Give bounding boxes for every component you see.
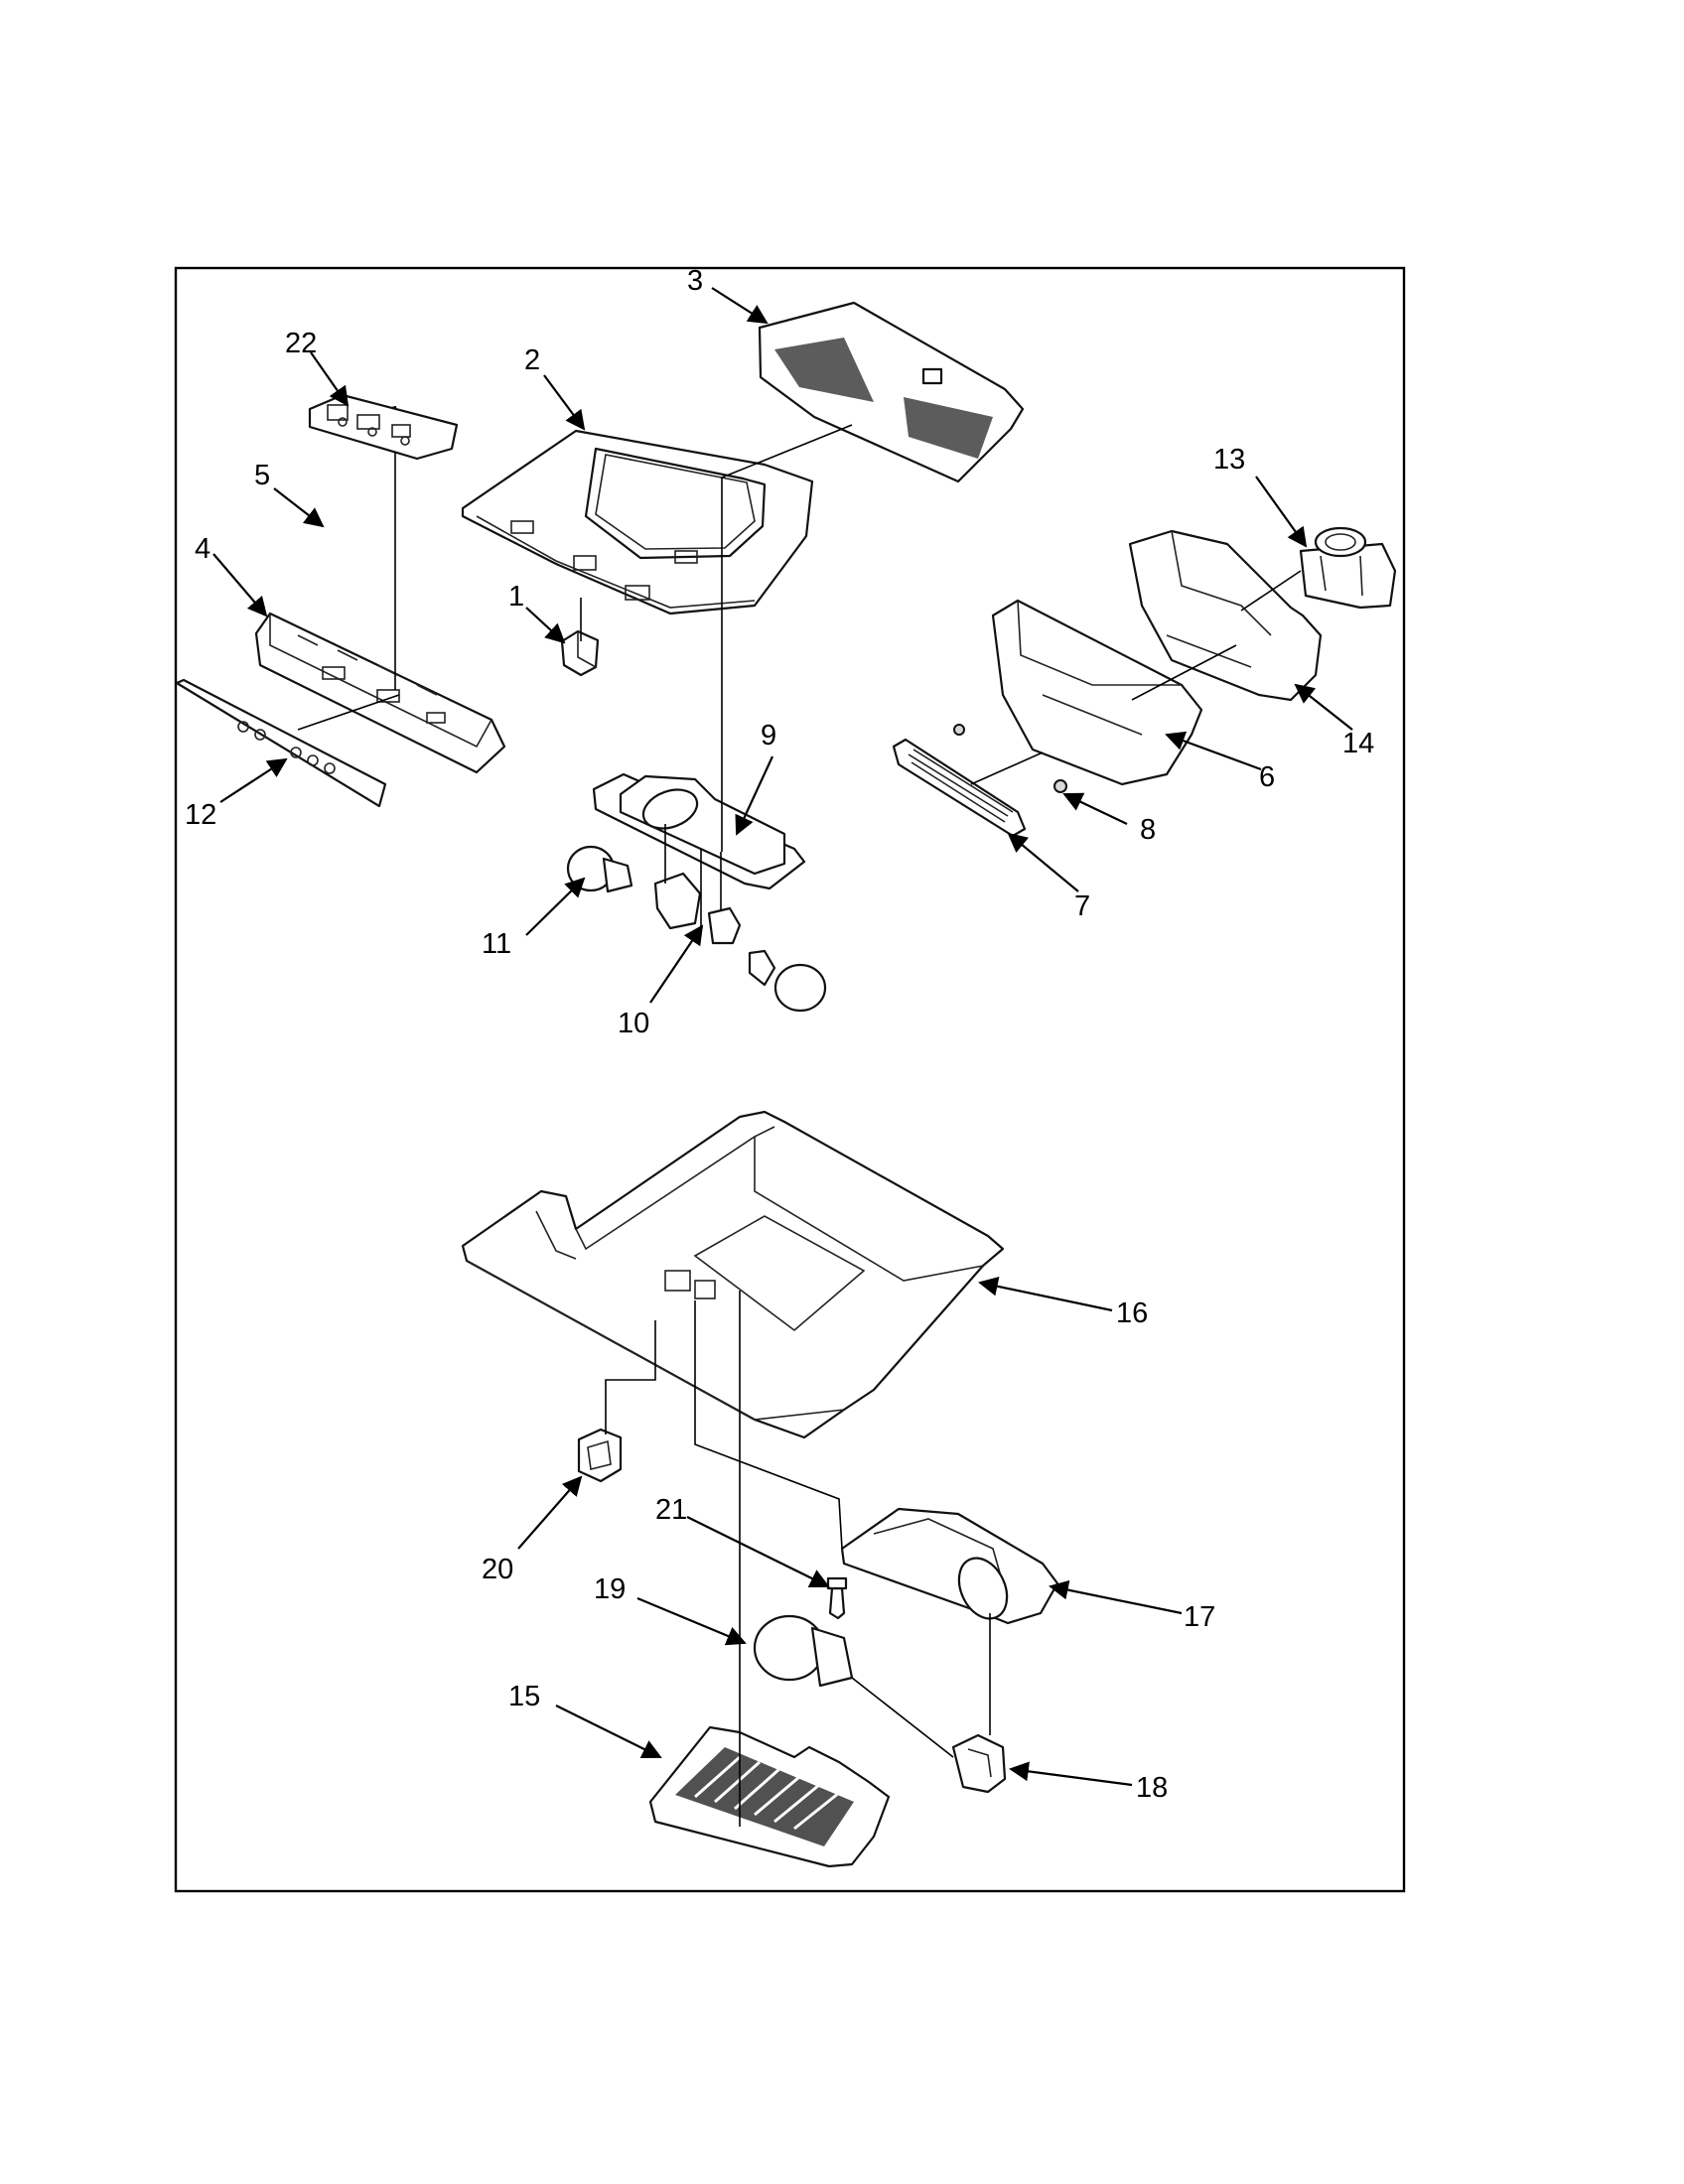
diagram-frame (174, 266, 1406, 1893)
leader-arrows (212, 287, 1353, 1787)
callout-12: 12 (185, 799, 216, 831)
callout-21: 21 (655, 1494, 687, 1526)
callout-8: 8 (1140, 814, 1156, 846)
part-6-dispenser-bezel (991, 599, 1203, 786)
callout-3: 3 (687, 265, 703, 297)
callout-11: 11 (482, 928, 511, 960)
callout-16: 16 (1116, 1297, 1148, 1329)
callout-4: 4 (195, 533, 210, 565)
part-4-control-housing (254, 612, 506, 774)
part-19-bulb (753, 1614, 854, 1688)
callout-18: 18 (1136, 1772, 1168, 1804)
callout-10: 10 (618, 1008, 649, 1039)
callout-1: 1 (508, 581, 524, 613)
part-8-screw (953, 724, 1067, 793)
part-3-top-cover (758, 301, 1025, 483)
part-12-overlay (175, 678, 387, 808)
callout-9: 9 (761, 720, 776, 751)
callout-7: 7 (1074, 890, 1090, 922)
callout-17: 17 (1184, 1601, 1215, 1633)
callout-2: 2 (524, 344, 540, 376)
part-13-motor (1299, 526, 1397, 610)
callout-labels: 1 2 3 4 5 6 7 8 9 10 11 12 13 14 15 16 1… (185, 265, 1374, 1804)
callout-14: 14 (1342, 728, 1374, 759)
part-15-drip-tray (648, 1725, 891, 1868)
part-21-screw (826, 1576, 848, 1620)
callout-5: 5 (254, 460, 270, 491)
callout-19: 19 (594, 1573, 626, 1605)
callout-6: 6 (1259, 761, 1275, 793)
part-9-lamp-cover (592, 772, 806, 890)
part-20-rocker-switch (577, 1428, 623, 1483)
part-5-control-board (308, 393, 459, 461)
assembly-guide-lines (297, 424, 1302, 1827)
part-7-grille (892, 738, 1027, 838)
callout-13: 13 (1213, 444, 1245, 476)
part-17-lamp-housing (840, 1507, 1059, 1625)
part-10-socket (653, 872, 827, 1013)
part-16-lower-housing (461, 1110, 1005, 1439)
part-1-switch (560, 629, 600, 677)
callout-20: 20 (482, 1554, 513, 1585)
callout-15: 15 (508, 1681, 540, 1712)
part-18-socket (951, 1733, 1007, 1794)
callout-22: 22 (285, 328, 317, 359)
part-14-rear-housing (1128, 529, 1323, 702)
